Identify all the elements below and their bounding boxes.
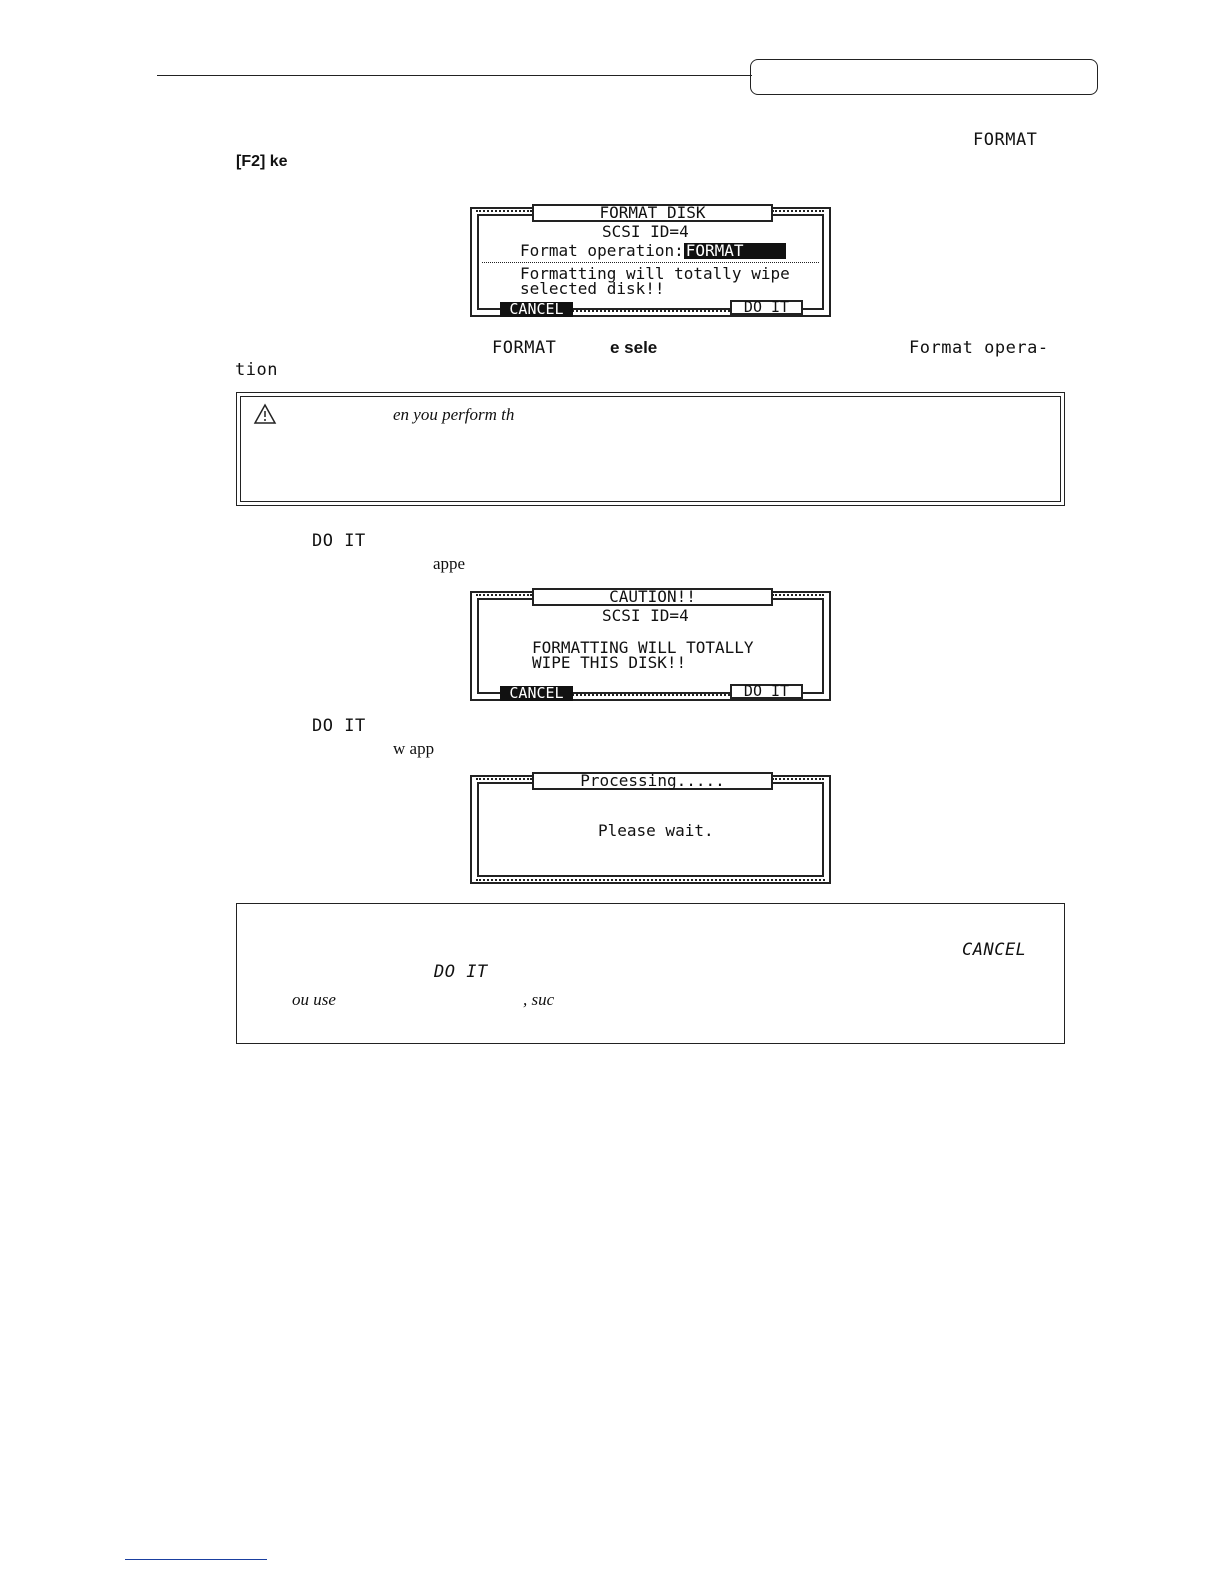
format-operation-label: Format operation: [520,241,684,260]
processing-title: Processing..... [532,772,773,790]
note-do-it-ref: DO IT [434,962,488,982]
cancel-softkey[interactable]: CANCEL [500,302,573,317]
intro-format-key: FORMAT [973,130,1038,150]
select-fragment: e sele [610,338,658,357]
caution-text: en you perform th [393,405,515,424]
lcd-dots [476,778,532,780]
lcd-dots [476,879,825,881]
do-it-softkey[interactable]: DO IT [730,684,803,699]
cancel-softkey[interactable]: CANCEL [500,686,573,701]
note-cancel-ref: CANCEL [962,940,1027,960]
note-fragment-1: ou use [292,990,336,1009]
lcd-dots [572,694,730,696]
lcd-dots [476,594,532,596]
warning-triangle-icon [253,403,277,424]
scsi-id-label: SCSI ID=4 [602,606,689,625]
format-operation-field[interactable]: FORMAT [683,243,786,259]
scsi-id-label: SCSI ID=4 [602,222,689,241]
header-rule [157,75,752,76]
caution-box: en you perform th [236,392,1065,506]
intro-f2-key: [F2] ke [236,153,288,170]
format-operation-ref: Format opera- [909,338,1049,358]
step3-do-it-key: DO IT [312,716,366,736]
step2-do-it-key: DO IT [312,531,366,551]
lcd-divider [482,262,819,263]
warning-line-1: Formatting will totally wipe [520,264,790,283]
caution-screen: CAUTION!! SCSI ID=4 FORMATTING WILL TOTA… [470,588,831,701]
warning-line-2: selected disk!! [520,279,665,298]
format-operation-row: Format operation:FORMAT [520,243,786,259]
step3-text: w app [393,739,435,758]
lcd-dots [772,778,824,780]
please-wait-message: Please wait. [598,821,714,840]
footer-link-rule [125,1559,267,1560]
caution-title: CAUTION!! [532,588,773,606]
do-it-softkey[interactable]: DO IT [730,300,803,315]
lcd-dots [772,594,824,596]
format-key-ref: FORMAT [492,338,557,358]
lcd-dots [772,210,824,212]
lcd-dots [476,210,532,212]
processing-screen: Processing..... Please wait. [470,772,831,884]
format-disk-title: FORMAT DISK [532,204,773,222]
caution-inner-frame [240,396,1061,502]
note-box: CANCEL DO IT ou use , suc [236,903,1065,1044]
header-tab [750,59,1098,95]
format-disk-screen: FORMAT DISK SCSI ID=4 Format operation:F… [470,204,831,317]
caution-message-1: FORMATTING WILL TOTALLY [532,638,754,657]
caution-message-2: WIPE THIS DISK!! [532,653,687,672]
note-fragment-2: , suc [523,990,555,1009]
lcd-dots [572,310,730,312]
step2-text: appe [433,554,466,573]
format-operation-ref-cont: tion [235,360,278,380]
